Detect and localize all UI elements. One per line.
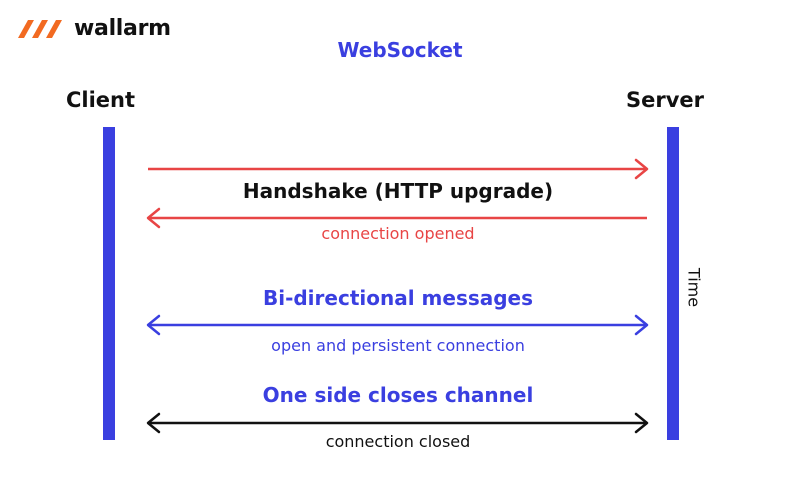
client-lifeline [103,127,115,440]
bidirectional-caption: open and persistent connection [271,336,525,355]
logo-text: wallarm [74,15,171,41]
server-lifeline [667,127,679,440]
wallarm-logo: wallarm [16,14,176,42]
handshake-heading: Handshake (HTTP upgrade) [242,179,554,203]
bidirectional-heading: Bi-directional messages [262,286,534,310]
handshake-request-arrow [148,158,649,180]
diagram-title: WebSocket [337,38,463,62]
wallarm-logo-icon [18,20,62,38]
handshake-response-arrow [146,207,647,229]
client-label: Client [66,88,136,112]
close-heading: One side closes channel [262,383,534,407]
bidirectional-arrow [146,314,649,336]
close-caption: connection closed [325,432,471,451]
close-arrow [146,412,649,434]
server-label: Server [626,88,705,112]
handshake-caption: connection opened [321,224,475,243]
